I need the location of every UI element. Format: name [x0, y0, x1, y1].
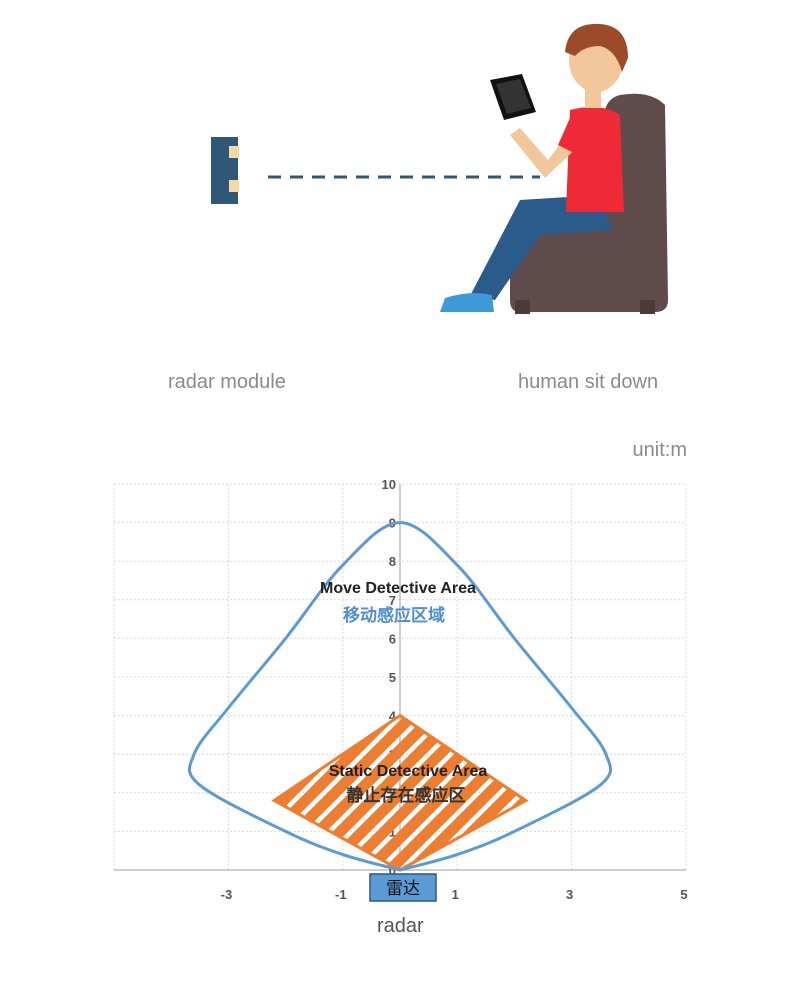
x-tick-labels: -3 -1 1 3 5 [221, 887, 688, 902]
static-area-stripe [778, 700, 800, 900]
static-area-title-zh: 静止存在感应区 [347, 785, 466, 806]
x-tick-label: 5 [680, 887, 687, 902]
radar-box-label: 雷达 [386, 879, 420, 899]
static-area-title-en: Static Detective Area [329, 763, 488, 780]
static-area-stripe [0, 700, 32, 900]
static-detective-area-boundary [271, 713, 529, 872]
static-area-stripe [668, 700, 800, 900]
y-tick-label: 8 [389, 554, 396, 569]
radar-module-icon [211, 137, 239, 204]
human-sit-down-label: human sit down [518, 371, 659, 393]
move-detective-area-boundary [187, 521, 613, 872]
y-tick-label: 1 [389, 824, 396, 839]
y-tick-label: 6 [389, 631, 396, 646]
y-tick-label: 2 [389, 786, 396, 801]
armchair-icon [510, 93, 668, 314]
static-area-stripe [756, 700, 800, 900]
seated-person-icon [440, 23, 628, 312]
move-area-title-en: Move Detective Area [320, 580, 476, 597]
static-area-stripe [0, 700, 54, 900]
y-tick-label: 4 [389, 709, 397, 724]
unit-label: unit:m [632, 439, 687, 461]
radar-label: radar [377, 915, 424, 937]
x-tick-label: -1 [335, 887, 347, 902]
static-area-stripe [0, 700, 120, 900]
illustration [211, 23, 668, 314]
y-tick-label: 7 [389, 593, 396, 608]
static-area-stripe [0, 700, 10, 900]
radar-box: 雷达 [369, 873, 437, 902]
static-area-stripe [274, 715, 432, 870]
static-area-stripe [734, 700, 800, 900]
x-tick-label: 3 [566, 887, 573, 902]
static-area-stripe [690, 700, 800, 900]
x-tick-label: -3 [221, 887, 233, 902]
move-area-title-zh: 移动感应区域 [343, 605, 445, 626]
static-area-stripe [0, 700, 98, 900]
radar-module-label: radar module [168, 371, 286, 393]
static-area-stripe [712, 700, 800, 900]
x-tick-label: 1 [452, 887, 459, 902]
y-tick-label: 0 [389, 863, 396, 878]
static-area-stripe [0, 700, 76, 900]
y-tick-label: 5 [389, 670, 396, 685]
y-tick-label: 10 [382, 477, 396, 492]
